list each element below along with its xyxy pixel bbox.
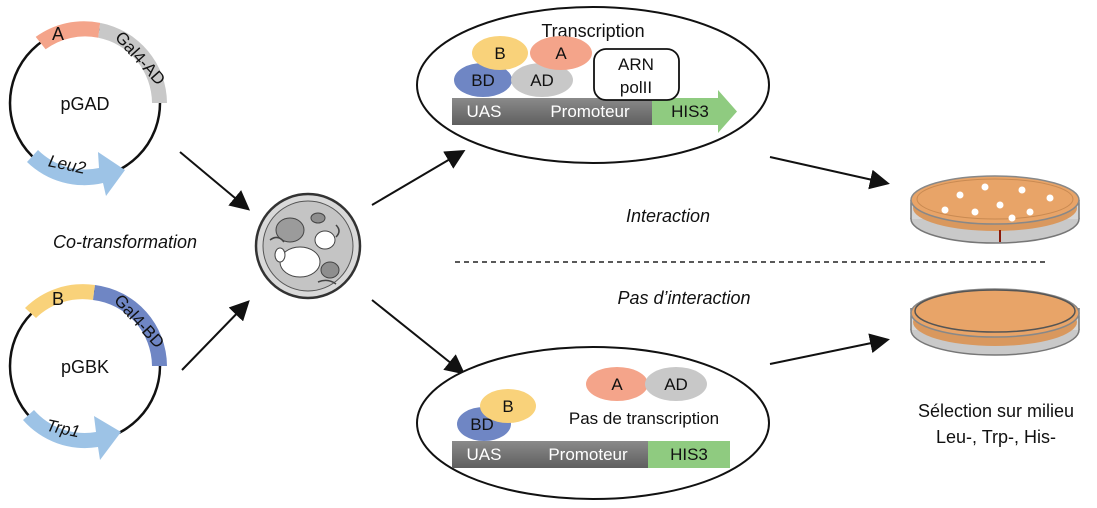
polymerase-line1: ARN <box>618 55 654 74</box>
no-transcription-label: Pas de transcription <box>569 409 719 428</box>
no-interaction-panel: UAS Promoteur HIS3 BD B A AD Pas de tran… <box>416 346 770 500</box>
interaction-label: Interaction <box>626 206 710 226</box>
his3-reporter-arrow <box>652 90 737 133</box>
transcription-label: Transcription <box>541 21 644 41</box>
b-protein <box>480 389 536 423</box>
cotransformation-label: Co-transformation <box>53 232 197 252</box>
bd-label: BD <box>471 71 495 90</box>
a-protein <box>586 367 648 401</box>
arrow-to-dish-interaction <box>769 156 890 190</box>
his3-label: HIS3 <box>670 445 708 464</box>
plasmid-pgbk: B Gal4-BD Trp1 pGBK <box>8 284 168 460</box>
bd-protein <box>454 63 512 97</box>
yeast-cell-image <box>254 192 362 300</box>
rna-polymerase-box <box>593 48 680 101</box>
bd-label: BD <box>470 415 494 434</box>
interaction-panel: Transcription UAS Promoteur HIS3 BD AD B… <box>416 6 770 164</box>
promoter-label: Promoteur <box>548 445 628 464</box>
polymerase-line2: polII <box>620 78 652 97</box>
petri-dish-empty <box>910 288 1080 356</box>
his3-reporter-box <box>648 441 730 468</box>
gal4-ad-segment <box>98 22 167 103</box>
plasmid-name-pgad: pGAD <box>60 94 109 114</box>
colonies <box>941 183 1054 222</box>
b-label: B <box>494 44 505 63</box>
arrow-cell-to-no-interaction <box>371 299 466 375</box>
a-label: A <box>611 375 623 394</box>
plasmid-name-pgbk: pGBK <box>61 357 109 377</box>
insert-b-label: B <box>52 289 64 309</box>
insert-a-label: A <box>52 24 64 44</box>
insert-a-segment <box>35 21 101 50</box>
promoter-label: Promoteur <box>550 102 630 121</box>
his3-label: HIS3 <box>671 102 709 121</box>
uas-label: UAS <box>467 445 502 464</box>
arrow-pgbk-to-cell <box>181 300 250 371</box>
uas-promoter-bar <box>452 441 648 468</box>
gal4-ad-label: Gal4-AD <box>111 28 169 89</box>
ad-label: AD <box>664 375 688 394</box>
ad-protein <box>645 367 707 401</box>
arrow-cell-to-interaction <box>371 149 466 206</box>
gal4-bd-segment <box>93 285 167 366</box>
insert-b-segment <box>25 284 95 318</box>
arrow-to-dish-no-interaction <box>769 333 890 365</box>
a-protein <box>530 36 592 70</box>
ad-protein <box>511 63 573 97</box>
selection-line1: Sélection sur milieu <box>918 401 1074 421</box>
no-interaction-label: Pas d’interaction <box>617 288 750 308</box>
trp1-marker-segment <box>23 410 121 460</box>
arrow-pgad-to-cell <box>179 151 251 211</box>
b-label: B <box>502 397 513 416</box>
selection-line2: Leu-, Trp-, His- <box>936 427 1056 447</box>
gal4-bd-label: Gal4-BD <box>110 291 168 352</box>
plasmid-pgad: A Gal4-AD Leu2 pGAD <box>8 21 169 196</box>
petri-dish-with-colonies <box>910 175 1080 244</box>
uas-promoter-bar <box>452 98 654 125</box>
a-label: A <box>555 44 567 63</box>
uas-label: UAS <box>467 102 502 121</box>
ad-label: AD <box>530 71 554 90</box>
leu2-marker-segment <box>27 150 125 196</box>
b-protein <box>472 36 528 70</box>
